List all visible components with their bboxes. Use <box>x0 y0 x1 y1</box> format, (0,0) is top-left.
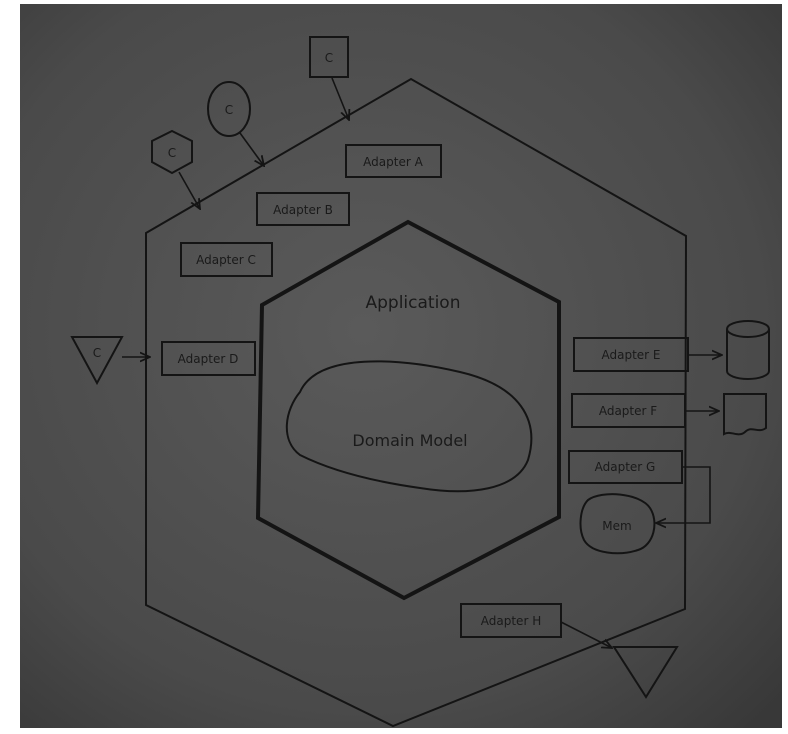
mem-label: Mem <box>602 519 631 533</box>
adapter-b-label: Adapter B <box>273 203 333 217</box>
client-triangle-icon: C <box>70 336 124 386</box>
adapter-d: Adapter D <box>161 341 256 376</box>
paper-background <box>20 4 782 728</box>
adapter-c-label: Adapter C <box>196 253 256 267</box>
adapter-e-label: Adapter E <box>601 348 660 362</box>
client-hexagon-label: C <box>168 146 176 160</box>
domain-model-blob <box>285 360 533 493</box>
triangle-icon <box>612 646 679 699</box>
client-square-icon: C <box>309 36 349 78</box>
client-hexagon-icon: C <box>151 129 193 175</box>
adapter-f-label: Adapter F <box>599 404 657 418</box>
domain-model-label: Domain Model <box>352 431 467 450</box>
client-ellipse-label: C <box>225 103 233 117</box>
adapter-b: Adapter B <box>256 192 350 226</box>
adapter-c: Adapter C <box>180 242 273 277</box>
client-ellipse-icon: C <box>207 81 251 137</box>
adapter-h: Adapter H <box>460 603 562 638</box>
adapter-d-label: Adapter D <box>178 352 239 366</box>
adapter-a-label: Adapter A <box>363 155 423 169</box>
document-icon <box>723 393 767 436</box>
outer-hexagon <box>145 77 688 728</box>
arrow-client-ellipse <box>239 132 264 166</box>
memory-icon: Mem <box>579 493 656 555</box>
arrow-adapter-h <box>560 621 612 648</box>
adapter-a: Adapter A <box>345 144 442 178</box>
arrow-adapter-g <box>656 466 711 523</box>
application-label: Application <box>366 293 461 313</box>
application-hexagon <box>255 219 561 601</box>
database-icon <box>726 320 770 380</box>
client-square-label: C <box>325 51 333 65</box>
client-triangle-label: C <box>93 346 101 360</box>
arrow-client-hexagon <box>178 171 200 209</box>
arrow-client-square <box>331 77 349 120</box>
adapter-h-label: Adapter H <box>481 614 541 628</box>
adapter-g-label: Adapter G <box>595 460 656 474</box>
